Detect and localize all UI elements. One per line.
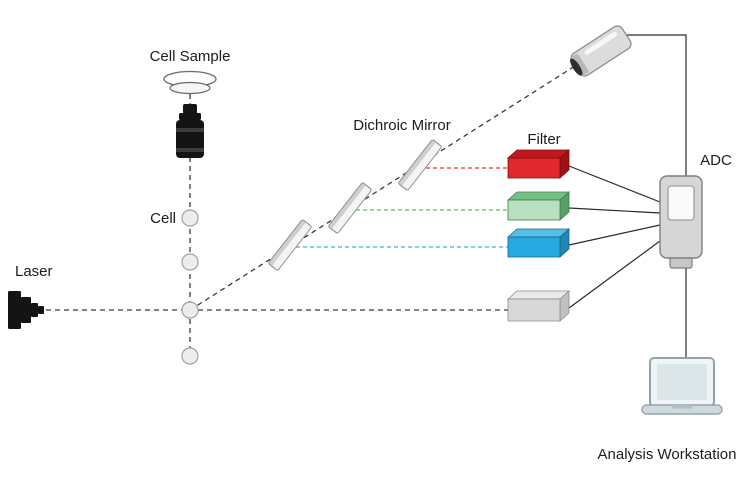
petri-dish <box>163 70 217 95</box>
analysis-workstation <box>641 357 723 415</box>
dichroic-mirror-2 <box>328 182 372 234</box>
cell-circle-1 <box>181 209 199 227</box>
filter-label: Filter <box>527 131 560 148</box>
gray-to-adc-line <box>568 240 661 309</box>
dichroic-mirror-3 <box>268 219 312 271</box>
adc-device <box>659 175 703 269</box>
cell-sample-label: Cell Sample <box>150 48 231 65</box>
dichroic-mirror-label: Dichroic Mirror <box>353 117 451 134</box>
red-to-adc-line <box>568 165 661 203</box>
analysis-workstation-label: Analysis Workstation <box>598 446 737 463</box>
cell-circle-4 <box>181 347 199 365</box>
objective-lens <box>176 104 204 158</box>
blue-filter-box <box>506 228 571 258</box>
cell-circle-2 <box>181 253 199 271</box>
laser-device <box>8 291 44 329</box>
emission-beam <box>189 65 576 311</box>
camera-detector <box>570 25 632 77</box>
adc-label: ADC <box>700 152 732 169</box>
blue-to-adc-line <box>568 224 661 246</box>
cell-circle-interrogation <box>181 301 199 319</box>
laser-label: Laser <box>15 263 53 280</box>
dichroic-mirror-1 <box>398 139 442 191</box>
cell-label: Cell <box>150 210 176 227</box>
green-filter-box <box>506 191 571 221</box>
green-to-adc-line <box>568 207 661 214</box>
forward-detector-box <box>506 290 571 322</box>
red-filter-box <box>506 149 571 179</box>
